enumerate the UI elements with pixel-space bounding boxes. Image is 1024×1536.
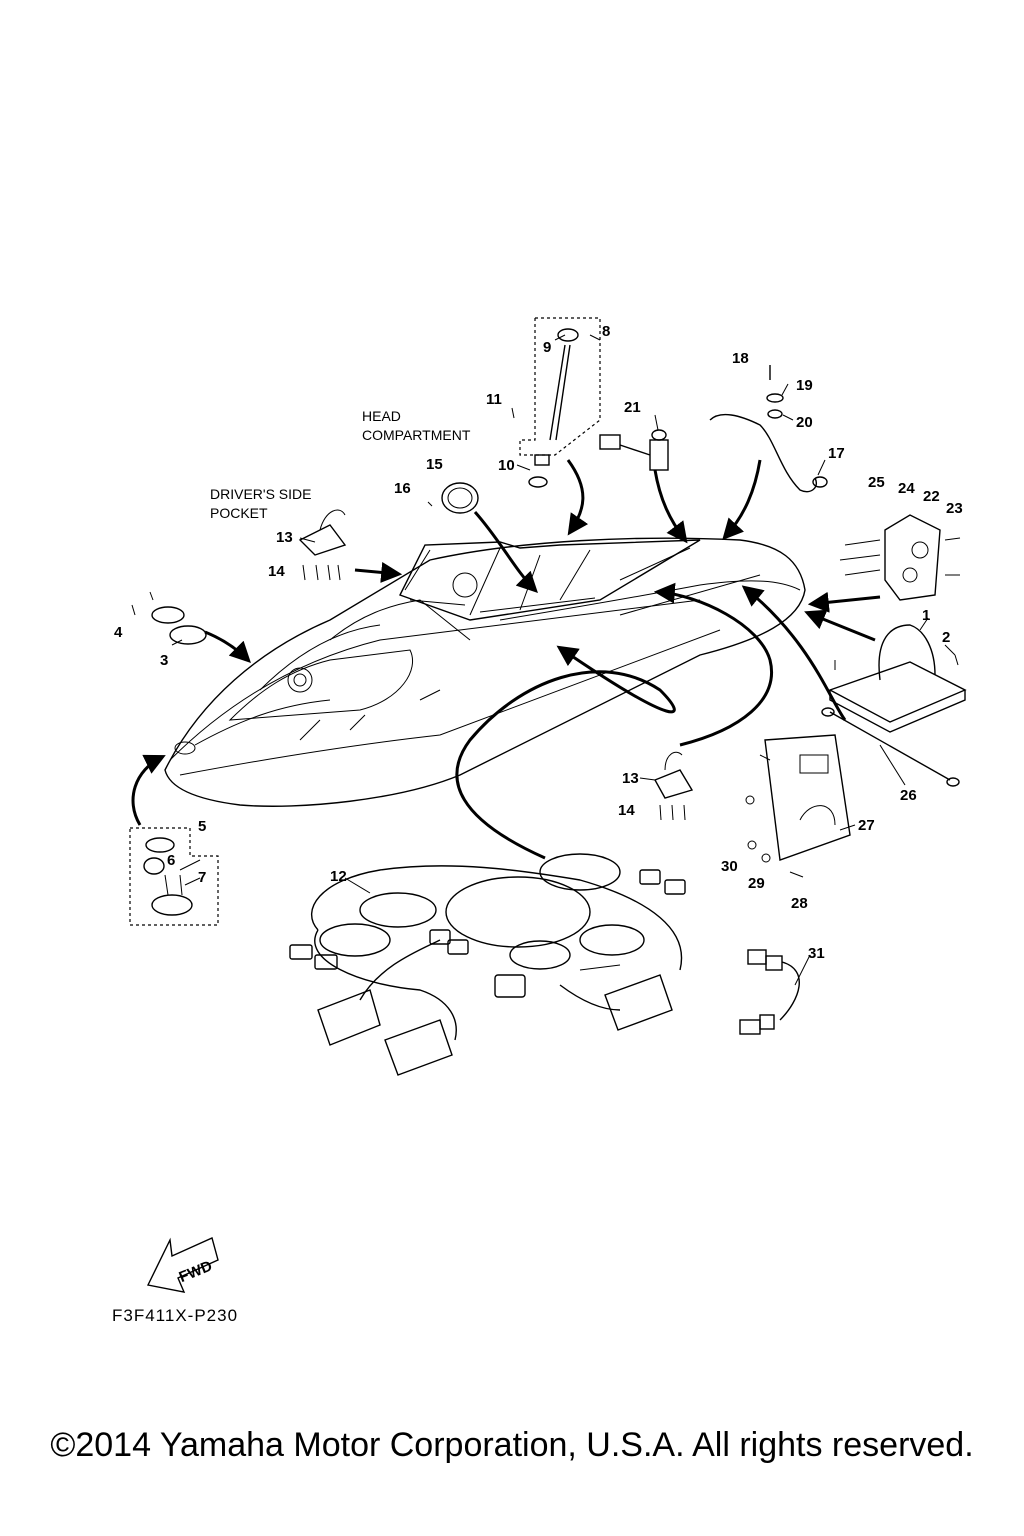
callout-20: 20: [796, 414, 813, 431]
callout-24: 24: [898, 480, 915, 497]
callout-11: 11: [486, 391, 502, 408]
callout-8: 8: [602, 323, 610, 340]
callout-1: 1: [922, 607, 930, 624]
callout-28: 28: [791, 895, 808, 912]
sensor-lead: [739, 949, 800, 1035]
fwd-arrow-icon: FWD: [146, 1237, 219, 1293]
speaker-part: [441, 482, 479, 514]
callout-25: 25: [868, 474, 885, 491]
callout-3: 3: [160, 652, 168, 669]
drain-plug: [131, 591, 207, 645]
callout-13-left: 13: [276, 529, 293, 546]
callout-6: 6: [167, 852, 175, 869]
leader-lines: [171, 334, 956, 986]
courtesy-lamp-right: [654, 751, 694, 821]
callout-19: 19: [796, 377, 813, 394]
callout-22: 22: [923, 488, 940, 505]
callout-14-left: 14: [268, 563, 285, 580]
callout-26: 26: [900, 787, 917, 804]
callout-27: 27: [858, 817, 875, 834]
callout-5: 5: [198, 818, 206, 835]
callout-31: 31: [808, 945, 825, 962]
sensor-part: [599, 429, 669, 471]
callout-10: 10: [498, 457, 515, 474]
callout-numbers: 1 2 3 4 5 6 7 8 9 10 11 12 13 13 14 14 1…: [114, 323, 963, 962]
drivers-pocket-caption-1: DRIVER'S SIDE: [210, 486, 311, 502]
callout-9: 9: [543, 339, 551, 356]
callout-4: 4: [114, 624, 123, 641]
bow-light-group: [129, 827, 219, 926]
head-compartment-caption-1: HEAD: [362, 408, 401, 424]
ground-cable: [829, 711, 951, 781]
relay-bracket: [839, 514, 961, 601]
callout-14-right: 14: [618, 802, 635, 819]
drivers-pocket-caption-2: POCKET: [210, 505, 268, 521]
callout-29: 29: [748, 875, 765, 892]
callout-17: 17: [828, 445, 845, 462]
callout-13-right: 13: [622, 770, 639, 787]
courtesy-lamp-left: [298, 509, 347, 581]
assembly-arrows: [131, 459, 881, 860]
control-unit: [745, 734, 851, 878]
wire-harness: [289, 853, 686, 1076]
fwd-label: FWD: [177, 1257, 215, 1286]
antenna-group: [511, 317, 601, 488]
callout-18: 18: [732, 350, 749, 367]
callout-15: 15: [426, 456, 443, 473]
head-compartment-caption-2: COMPARTMENT: [362, 427, 471, 443]
boat-hull: [164, 537, 806, 807]
callout-7: 7: [198, 869, 206, 886]
callout-21: 21: [624, 399, 641, 416]
callout-12: 12: [330, 868, 347, 885]
copyright-notice: ©2014 Yamaha Motor Corporation, U.S.A. A…: [50, 1426, 974, 1464]
callout-23: 23: [946, 500, 963, 517]
diagram-code: F3F411X-P230: [112, 1306, 239, 1325]
battery-cable: [709, 413, 817, 493]
callout-16: 16: [394, 480, 411, 497]
callout-30: 30: [721, 858, 738, 875]
callout-2: 2: [942, 629, 950, 646]
